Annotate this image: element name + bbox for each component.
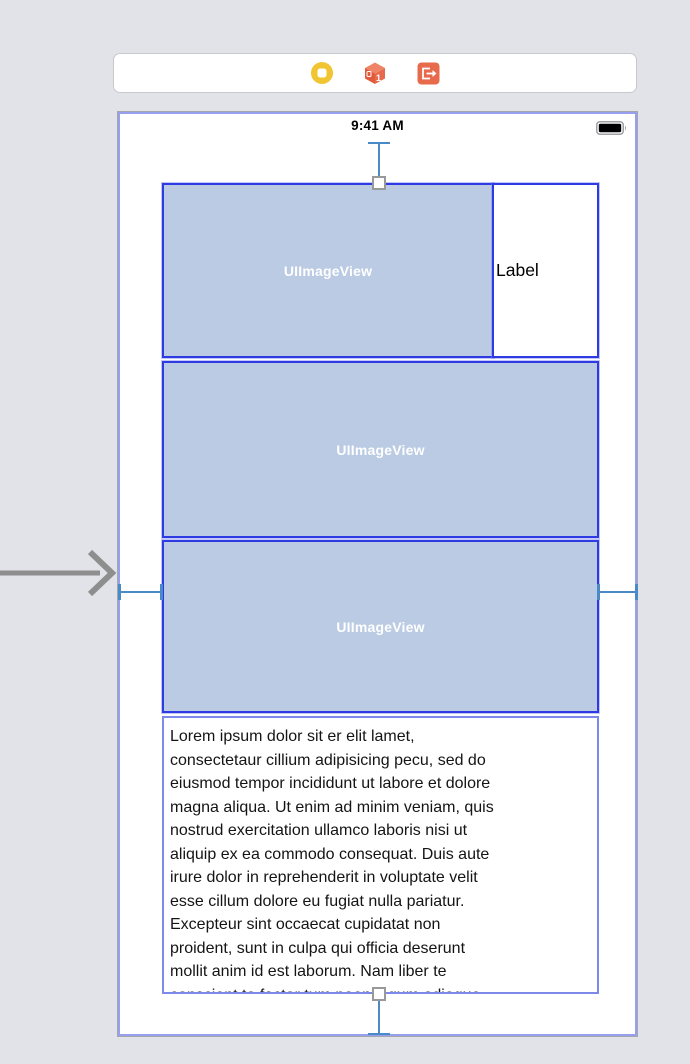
- leading-constraint-right-cap[interactable]: [160, 584, 163, 600]
- image-view-3-label: UIImageView: [336, 618, 425, 635]
- image-view-2-label: UIImageView: [336, 441, 425, 458]
- image-view-3[interactable]: UIImageView: [162, 540, 599, 713]
- trailing-constraint-line[interactable]: [597, 591, 638, 593]
- text-line: eiusmod tempor incididunt ut labore et d…: [170, 775, 491, 792]
- text-line: nostrud exercitation ullamco laboris nis…: [170, 822, 468, 839]
- bottom-constraint-cap[interactable]: [368, 1033, 390, 1035]
- text-view[interactable]: Lorem ipsum dolor sit er elit lamet, cons…: [162, 716, 599, 994]
- battery-icon: [596, 121, 626, 135]
- trailing-constraint-right-cap[interactable]: [635, 584, 638, 600]
- image-view-1-label: UIImageView: [283, 262, 373, 279]
- first-responder-cube-glyph: 1: [365, 62, 385, 84]
- label-text: Label: [496, 260, 539, 280]
- text-line: aliquip ex ea commodo consequat. Duis au…: [170, 845, 490, 863]
- exit-icon[interactable]: [416, 61, 440, 85]
- top-constraint-line[interactable]: [378, 142, 380, 178]
- view-controller-icon[interactable]: [310, 61, 334, 85]
- bottom-constraint-line[interactable]: [378, 1001, 380, 1035]
- label-view[interactable]: Label: [492, 183, 599, 358]
- text-line: conscient to factor tum poen legum odioq…: [170, 984, 593, 993]
- text-line: proident, sunt in culpa qui officia dese…: [170, 939, 466, 957]
- exit-icon-glyph: [417, 62, 439, 84]
- bottom-resize-handle[interactable]: [372, 987, 386, 1001]
- text-line: esse cillum dolore eu fugiat nulla paria…: [170, 892, 465, 910]
- view-controller-icon-glyph: [311, 62, 333, 84]
- storyboard-entry-point-arrow[interactable]: [0, 545, 117, 601]
- text-line: magna aliqua. Ut enim ad minim veniam, q…: [170, 798, 494, 816]
- image-view-1[interactable]: UIImageView: [162, 183, 494, 358]
- status-bar-time: 9:41 AM: [351, 118, 404, 133]
- leading-constraint-line[interactable]: [118, 591, 162, 593]
- text-line: mollit anim id est laborum. Nam liber te: [170, 963, 447, 980]
- first-responder-icon[interactable]: 1: [363, 61, 387, 85]
- text-view-content: Lorem ipsum dolor sit er elit lamet, cons…: [170, 725, 593, 993]
- text-line: consectetaur cillium adipisicing pecu, s…: [170, 751, 486, 769]
- text-line: Excepteur sint occaecat cupidatat non: [170, 916, 441, 933]
- text-line: Lorem ipsum dolor sit er elit lamet,: [170, 728, 415, 745]
- scene-dock: 1: [113, 53, 637, 93]
- text-line: irure dolor in reprehenderit in voluptat…: [170, 869, 478, 886]
- image-view-2[interactable]: UIImageView: [162, 361, 599, 538]
- svg-text:1: 1: [376, 73, 381, 83]
- view-controller-canvas[interactable]: 9:41 AM UIImageView Label UIImageView UI…: [117, 111, 638, 1037]
- top-resize-handle[interactable]: [372, 176, 386, 190]
